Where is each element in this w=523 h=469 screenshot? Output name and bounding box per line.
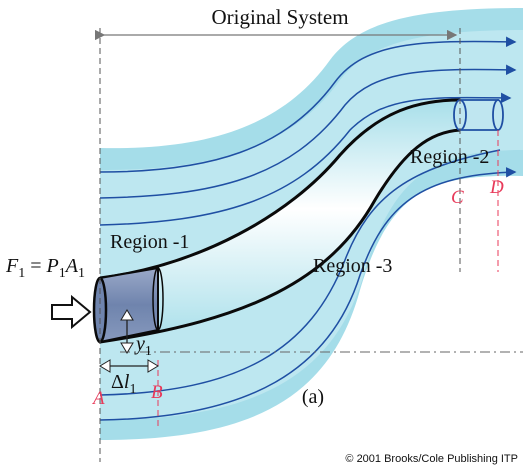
height-arrow-down-head — [120, 342, 134, 354]
length-arrow-left-head — [99, 359, 111, 373]
streamlines — [99, 36, 517, 421]
fluid-element-1 — [99, 266, 159, 344]
streamline-1 — [99, 36, 517, 173]
point-c-label: C — [451, 187, 464, 208]
region-2-label: Region -2 — [410, 146, 489, 168]
streamline-2 — [99, 64, 517, 199]
point-b-label: B — [151, 382, 163, 403]
force-equation-label: F1 = P1A1 — [5, 255, 85, 281]
point-d-label: D — [489, 177, 504, 198]
title-label: Original System — [211, 5, 348, 29]
region-1-label: Region -1 — [110, 231, 189, 253]
length-arrow-right-head — [147, 359, 159, 373]
region-3-label: Region -3 — [313, 255, 392, 277]
stream-tube-bottom-edge — [99, 128, 461, 344]
stream-tube — [100, 100, 460, 342]
fluid-element-2-left-face — [453, 99, 467, 131]
streamline-5 — [99, 167, 517, 421]
stream-tube-top-edge — [99, 98, 461, 280]
height-label: y1 — [134, 333, 152, 359]
length-label: Δl1 — [111, 371, 136, 397]
streamline-4 — [99, 149, 501, 396]
fluid-element-1-right-face — [152, 267, 164, 331]
copyright-label: © 2001 Brooks/Cole Publishing ITP — [345, 453, 518, 465]
point-a-label: A — [91, 388, 105, 409]
panel-label: (a) — [302, 386, 324, 408]
fluid-element-2-right-face — [492, 99, 504, 131]
height-arrow-up-head — [120, 309, 134, 321]
force-arrow — [51, 294, 92, 330]
streamline-3 — [99, 92, 512, 226]
